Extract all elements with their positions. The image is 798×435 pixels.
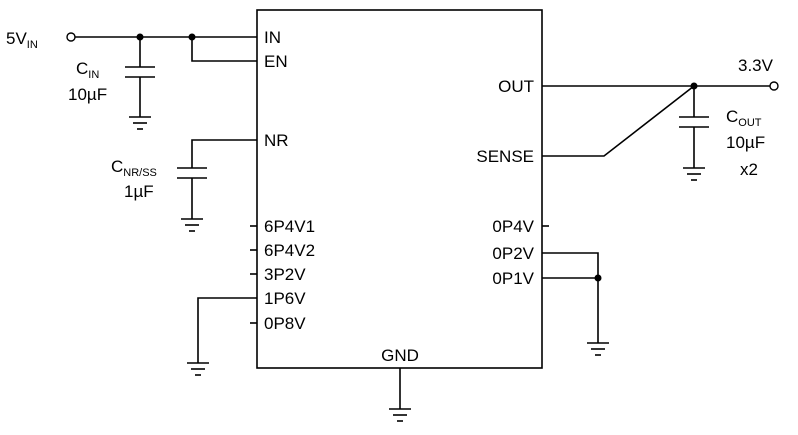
c-in-name: CIN [76,59,99,81]
c-nr-capacitor [177,139,257,219]
output-wire [542,81,779,91]
input-terminal [66,32,257,62]
sense-wire [542,85,695,157]
pin-label-1p6v: 1P6V [264,289,306,308]
pin-label-in: IN [264,28,281,47]
c-in-value: 10µF [68,85,107,104]
pin-1p6v-ground-wire [197,297,257,363]
c-out-count: x2 [740,160,758,179]
pin-label-0p8v: 0P8V [264,314,306,333]
pin-label-out: OUT [498,77,534,96]
pin-label-3p2v: 3P2V [264,265,306,284]
c-out-name: COUT [726,107,762,129]
c-nr-name: CNR/SS [111,157,157,179]
ground-icon [389,408,411,422]
c-out-value: 10µF [726,133,765,152]
pin-label-en: EN [264,52,288,71]
pin-label-6p4v1: 6P4V1 [264,217,315,236]
c-nr-value: 1µF [124,182,154,201]
c-in-capacitor [125,37,155,117]
input-voltage-label: 5VIN [6,29,38,51]
ground-icon [129,116,151,130]
ground-icon [587,342,609,356]
ground-icon [187,362,209,376]
pin-label-0p1v: 0P1V [492,269,534,288]
c-out-capacitor [679,86,709,168]
pin-label-6p4v2: 6P4V2 [264,241,315,260]
pin-label-sense: SENSE [476,147,534,166]
output-voltage-label: 3.3V [738,56,774,75]
ldo-ic-body [256,9,543,369]
pin-0p2v-0p1v-ground-wire [542,252,602,343]
pin-label-0p2v: 0P2V [492,244,534,263]
pin-label-nr: NR [264,131,289,150]
pin-label-gnd: GND [381,346,419,365]
pin-label-0p4v: 0P4V [492,217,534,236]
ground-icon [683,167,705,181]
ground-icon [181,218,203,232]
